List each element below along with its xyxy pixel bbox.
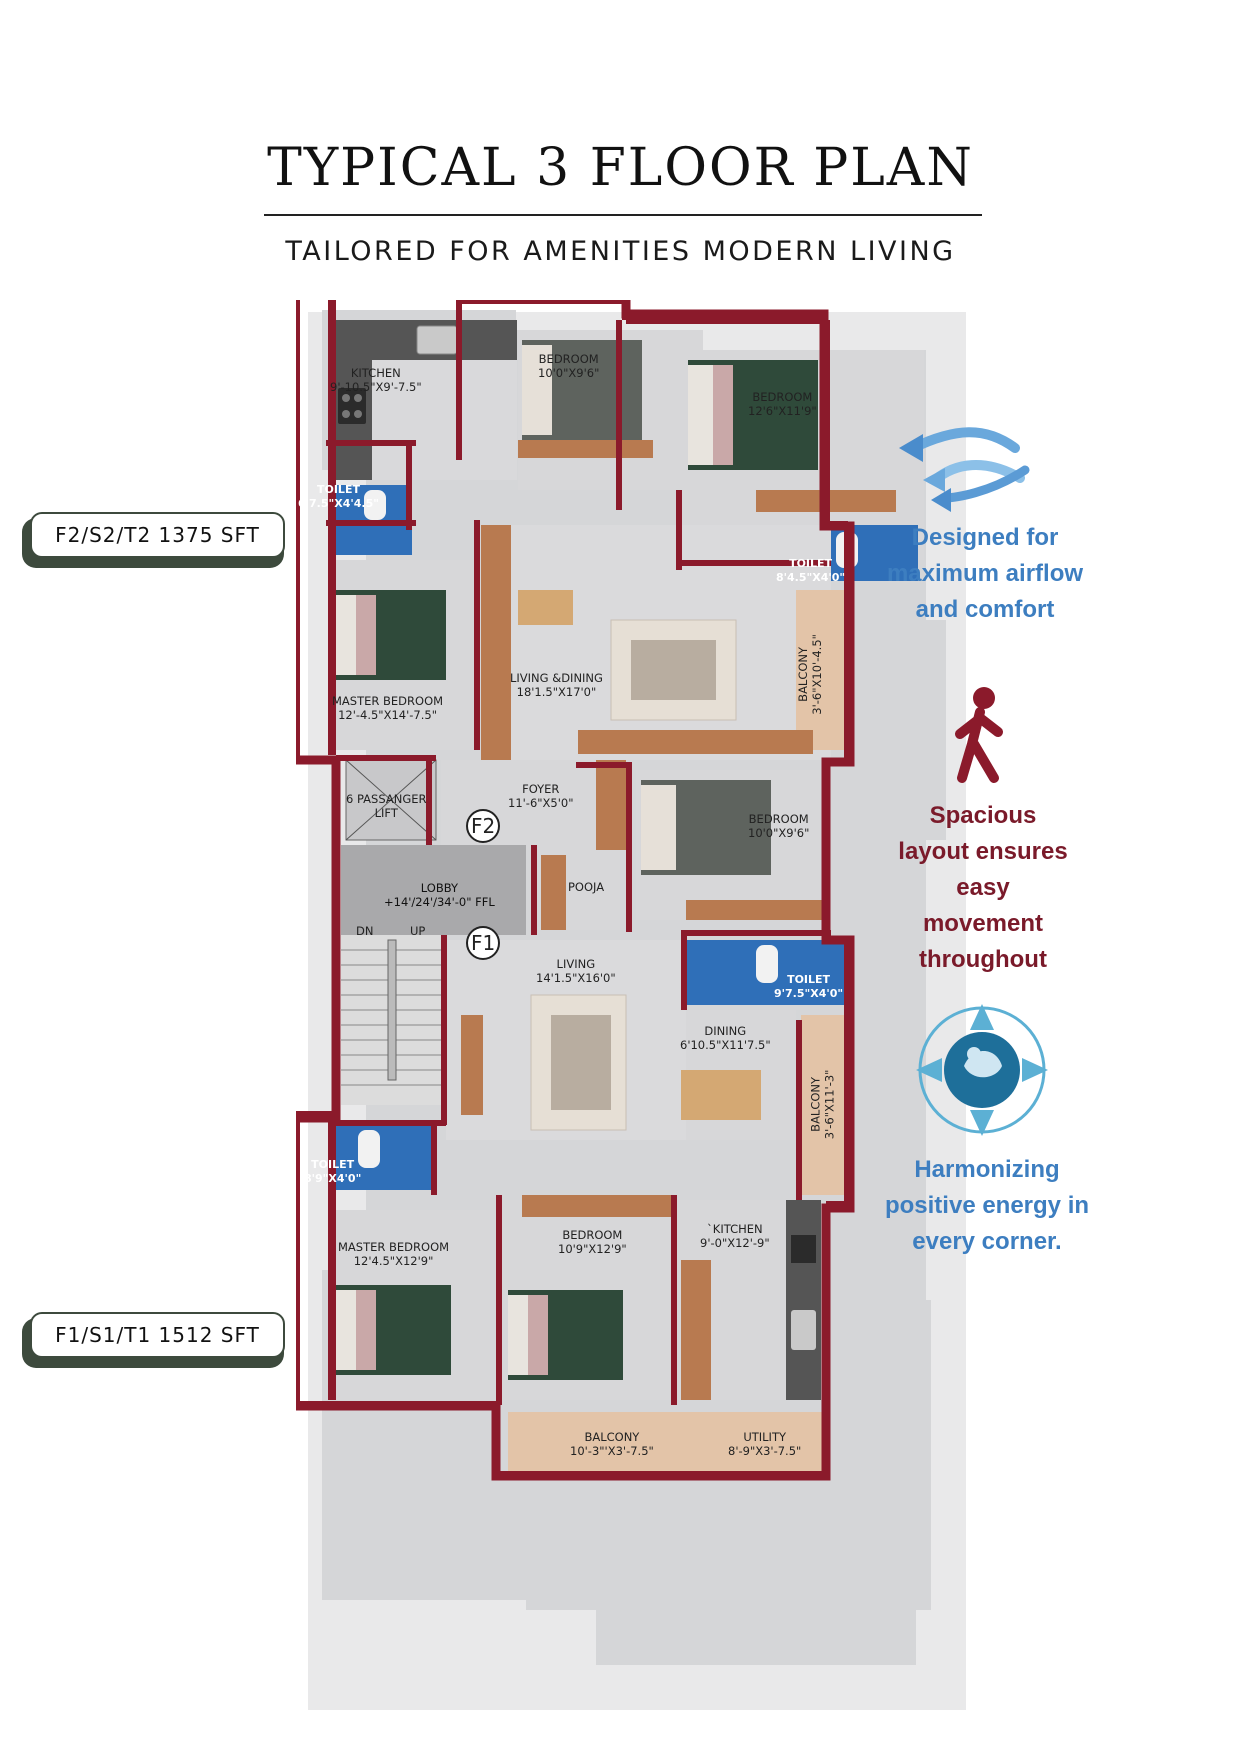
room-balcony-top: BALCONY 3'-6"X10'-4.5" [796, 634, 825, 715]
room-master-bedroom-bottom-name: MASTER BEDROOM [338, 1240, 450, 1254]
room-bedroom-bottom-dim: 10'9"X12'9" [558, 1242, 627, 1257]
room-living-dining: LIVING &DINING 18'1.5"X17'0" [510, 671, 603, 700]
room-lift: 6 PASSANGER LIFT [346, 792, 427, 821]
room-toilet-top-left-name: TOILET [316, 483, 360, 496]
room-toilet-mid-right-dim: 9'7.5"X4'0" [774, 986, 844, 1000]
unit-tag-lower: F1/S1/T1 1512 SFT [22, 1312, 285, 1368]
room-bedroom-mid-right: BEDROOM 10'0"X9'6" [748, 812, 809, 841]
room-utility-name: UTILITY [743, 1430, 786, 1444]
room-bedroom-top-right-dim: 12'6"X11'9" [748, 404, 817, 419]
room-lift-dim: LIFT [374, 806, 398, 821]
room-kitchen-bottom-dim: 9'-0"X12'-9" [700, 1236, 770, 1251]
room-kitchen-top: KITCHEN 9'-10.5"X9'-7.5" [330, 366, 422, 395]
room-living-dining-dim: 18'1.5"X17'0" [516, 685, 597, 700]
room-master-bedroom-bottom: MASTER BEDROOM 12'4.5"X12'9" [338, 1240, 449, 1269]
room-master-bedroom-top-dim: 12'-4.5"X14'-7.5" [338, 708, 437, 723]
room-living-dim: 14'1.5"X16'0" [536, 971, 616, 986]
feature-airflow-line-3: and comfort [915, 596, 1055, 623]
unit-tag-lower-label: F1/S1/T1 1512 SFT [30, 1312, 285, 1358]
feature-energy-text: Harmonizing positive energy in every cor… [882, 1152, 1092, 1260]
room-living-dining-name: LIVING &DINING [510, 671, 603, 685]
room-balcony-right: BALCONY 3'-6"X11'-3" [808, 1070, 837, 1140]
floor-marker-f1: F1 [471, 931, 496, 955]
room-toilet-bottom-left: TOILET 8'9"X4'0" [304, 1158, 361, 1186]
room-pooja-name: POOJA [568, 880, 605, 894]
room-bedroom-top-right: BEDROOM 12'6"X11'9" [748, 390, 817, 419]
room-living: LIVING 14'1.5"X16'0" [536, 957, 616, 986]
unit-tag-upper: F2/S2/T2 1375 SFT [22, 512, 285, 568]
walking-person-icon [955, 687, 1003, 783]
room-bedroom-bottom-name: BEDROOM [562, 1228, 623, 1242]
room-bedroom-mid-right-dim: 10'0"X9'6" [748, 826, 810, 841]
room-toilet-mid-right-name: TOILET [787, 973, 831, 986]
unit-tag-upper-label: F2/S2/T2 1375 SFT [30, 512, 285, 558]
feature-airflow-line-1: Designed for [911, 524, 1059, 551]
room-bedroom-top-mid-dim: 10'0"X9'6" [538, 366, 600, 381]
room-toilet-top-right-dim: 8'4.5"X4'0" [776, 570, 846, 584]
page-subtitle: TAILORED FOR AMENITIES MODERN LIVING [285, 236, 956, 267]
room-toilet-bottom-left-dim: 8'9"X4'0" [304, 1171, 362, 1185]
room-master-bedroom-bottom-dim: 12'4.5"X12'9" [353, 1254, 434, 1269]
room-utility: UTILITY 8'-9"X3'-7.5" [728, 1430, 801, 1459]
room-foyer: FOYER 11'-6"X5'0" [508, 782, 574, 811]
room-utility-dim: 8'-9"X3'-7.5" [728, 1444, 802, 1459]
room-lobby: LOBBY +14'/24'/34'-0" FFL [384, 881, 495, 910]
room-toilet-top-right-name: TOILET [789, 557, 833, 570]
feature-airflow-text: Designed for maximum airflow and comfort [880, 520, 1090, 628]
room-balcony-top-dim: 3'-6"X10'-4.5" [810, 634, 825, 715]
room-bedroom-bottom: BEDROOM 10'9"X12'9" [558, 1228, 627, 1257]
floor-plan [296, 300, 966, 1710]
feature-spacious-line-4: throughout [919, 946, 1047, 973]
room-kitchen-bottom-name: `KITCHEN [707, 1222, 763, 1236]
room-toilet-mid-right: TOILET 9'7.5"X4'0" [774, 973, 843, 1001]
room-balcony-right-name: BALCONY [808, 1076, 823, 1132]
room-kitchen-top-dim: 9'-10.5"X9'-7.5" [330, 380, 422, 395]
room-bedroom-top-right-name: BEDROOM [752, 390, 813, 404]
room-master-bedroom-top: MASTER BEDROOM 12'-4.5"X14'-7.5" [332, 694, 443, 723]
feature-airflow-line-2: maximum airflow [886, 560, 1084, 587]
room-toilet-bottom-left-name: TOILET [311, 1158, 355, 1171]
title-divider [264, 214, 982, 216]
room-dining-dim: 6'10.5"X11'7.5" [680, 1038, 771, 1053]
room-balcony-bottom-dim: 10'-3"'X3'-7.5" [570, 1444, 654, 1459]
room-toilet-top-left: TOILET 6'7.5"X4'4.5" [298, 483, 379, 511]
airflow-arrows-icon [899, 427, 1030, 512]
room-kitchen-bottom: `KITCHEN 9'-0"X12'-9" [700, 1222, 770, 1251]
feature-energy-line-3: every corner. [912, 1228, 1062, 1255]
room-foyer-dim: 11'-6"X5'0" [508, 796, 574, 811]
vastu-compass-icon [916, 1004, 1048, 1136]
floor-marker-f2: F2 [471, 814, 496, 838]
room-lobby-dim: +14'/24'/34'-0" FFL [384, 895, 495, 910]
room-pooja: POOJA [568, 880, 604, 894]
room-kitchen-top-name: KITCHEN [350, 366, 401, 380]
room-bedroom-top-mid: BEDROOM 10'0"X9'6" [538, 352, 599, 381]
stair-dn-label: DN [356, 924, 374, 938]
page-title: TYPICAL 3 FLOOR PLAN [267, 138, 974, 198]
feature-energy-line-1: Harmonizing [914, 1156, 1060, 1183]
room-balcony-bottom: BALCONY 10'-3"'X3'-7.5" [570, 1430, 654, 1459]
room-lobby-name: LOBBY [420, 881, 459, 895]
room-bedroom-top-mid-name: BEDROOM [538, 352, 599, 366]
room-balcony-right-dim: 3'-6"X11'-3" [822, 1069, 837, 1140]
feature-spacious-line-2: layout ensures easy [898, 838, 1068, 901]
room-master-bedroom-top-name: MASTER BEDROOM [332, 694, 444, 708]
room-dining-name: DINING [704, 1024, 747, 1038]
room-toilet-top-left-dim: 6'7.5"X4'4.5" [298, 496, 379, 510]
room-dining: DINING 6'10.5"X11'7.5" [680, 1024, 771, 1053]
room-balcony-top-name: BALCONY [795, 646, 810, 702]
feature-spacious-text: Spacious layout ensures easy movement th… [872, 798, 1094, 978]
room-foyer-name: FOYER [522, 782, 560, 796]
room-balcony-bottom-name: BALCONY [584, 1430, 640, 1444]
room-toilet-top-right: TOILET 8'4.5"X4'0" [776, 557, 845, 585]
room-bedroom-mid-right-name: BEDROOM [748, 812, 809, 826]
room-living-name: LIVING [556, 957, 596, 971]
feature-energy-line-2: positive energy in [884, 1192, 1090, 1219]
room-lift-name: 6 PASSANGER [346, 792, 427, 806]
feature-spacious-line-3: movement [922, 910, 1044, 937]
stair-up-label: UP [410, 924, 426, 938]
feature-spacious-line-1: Spacious [929, 802, 1037, 829]
